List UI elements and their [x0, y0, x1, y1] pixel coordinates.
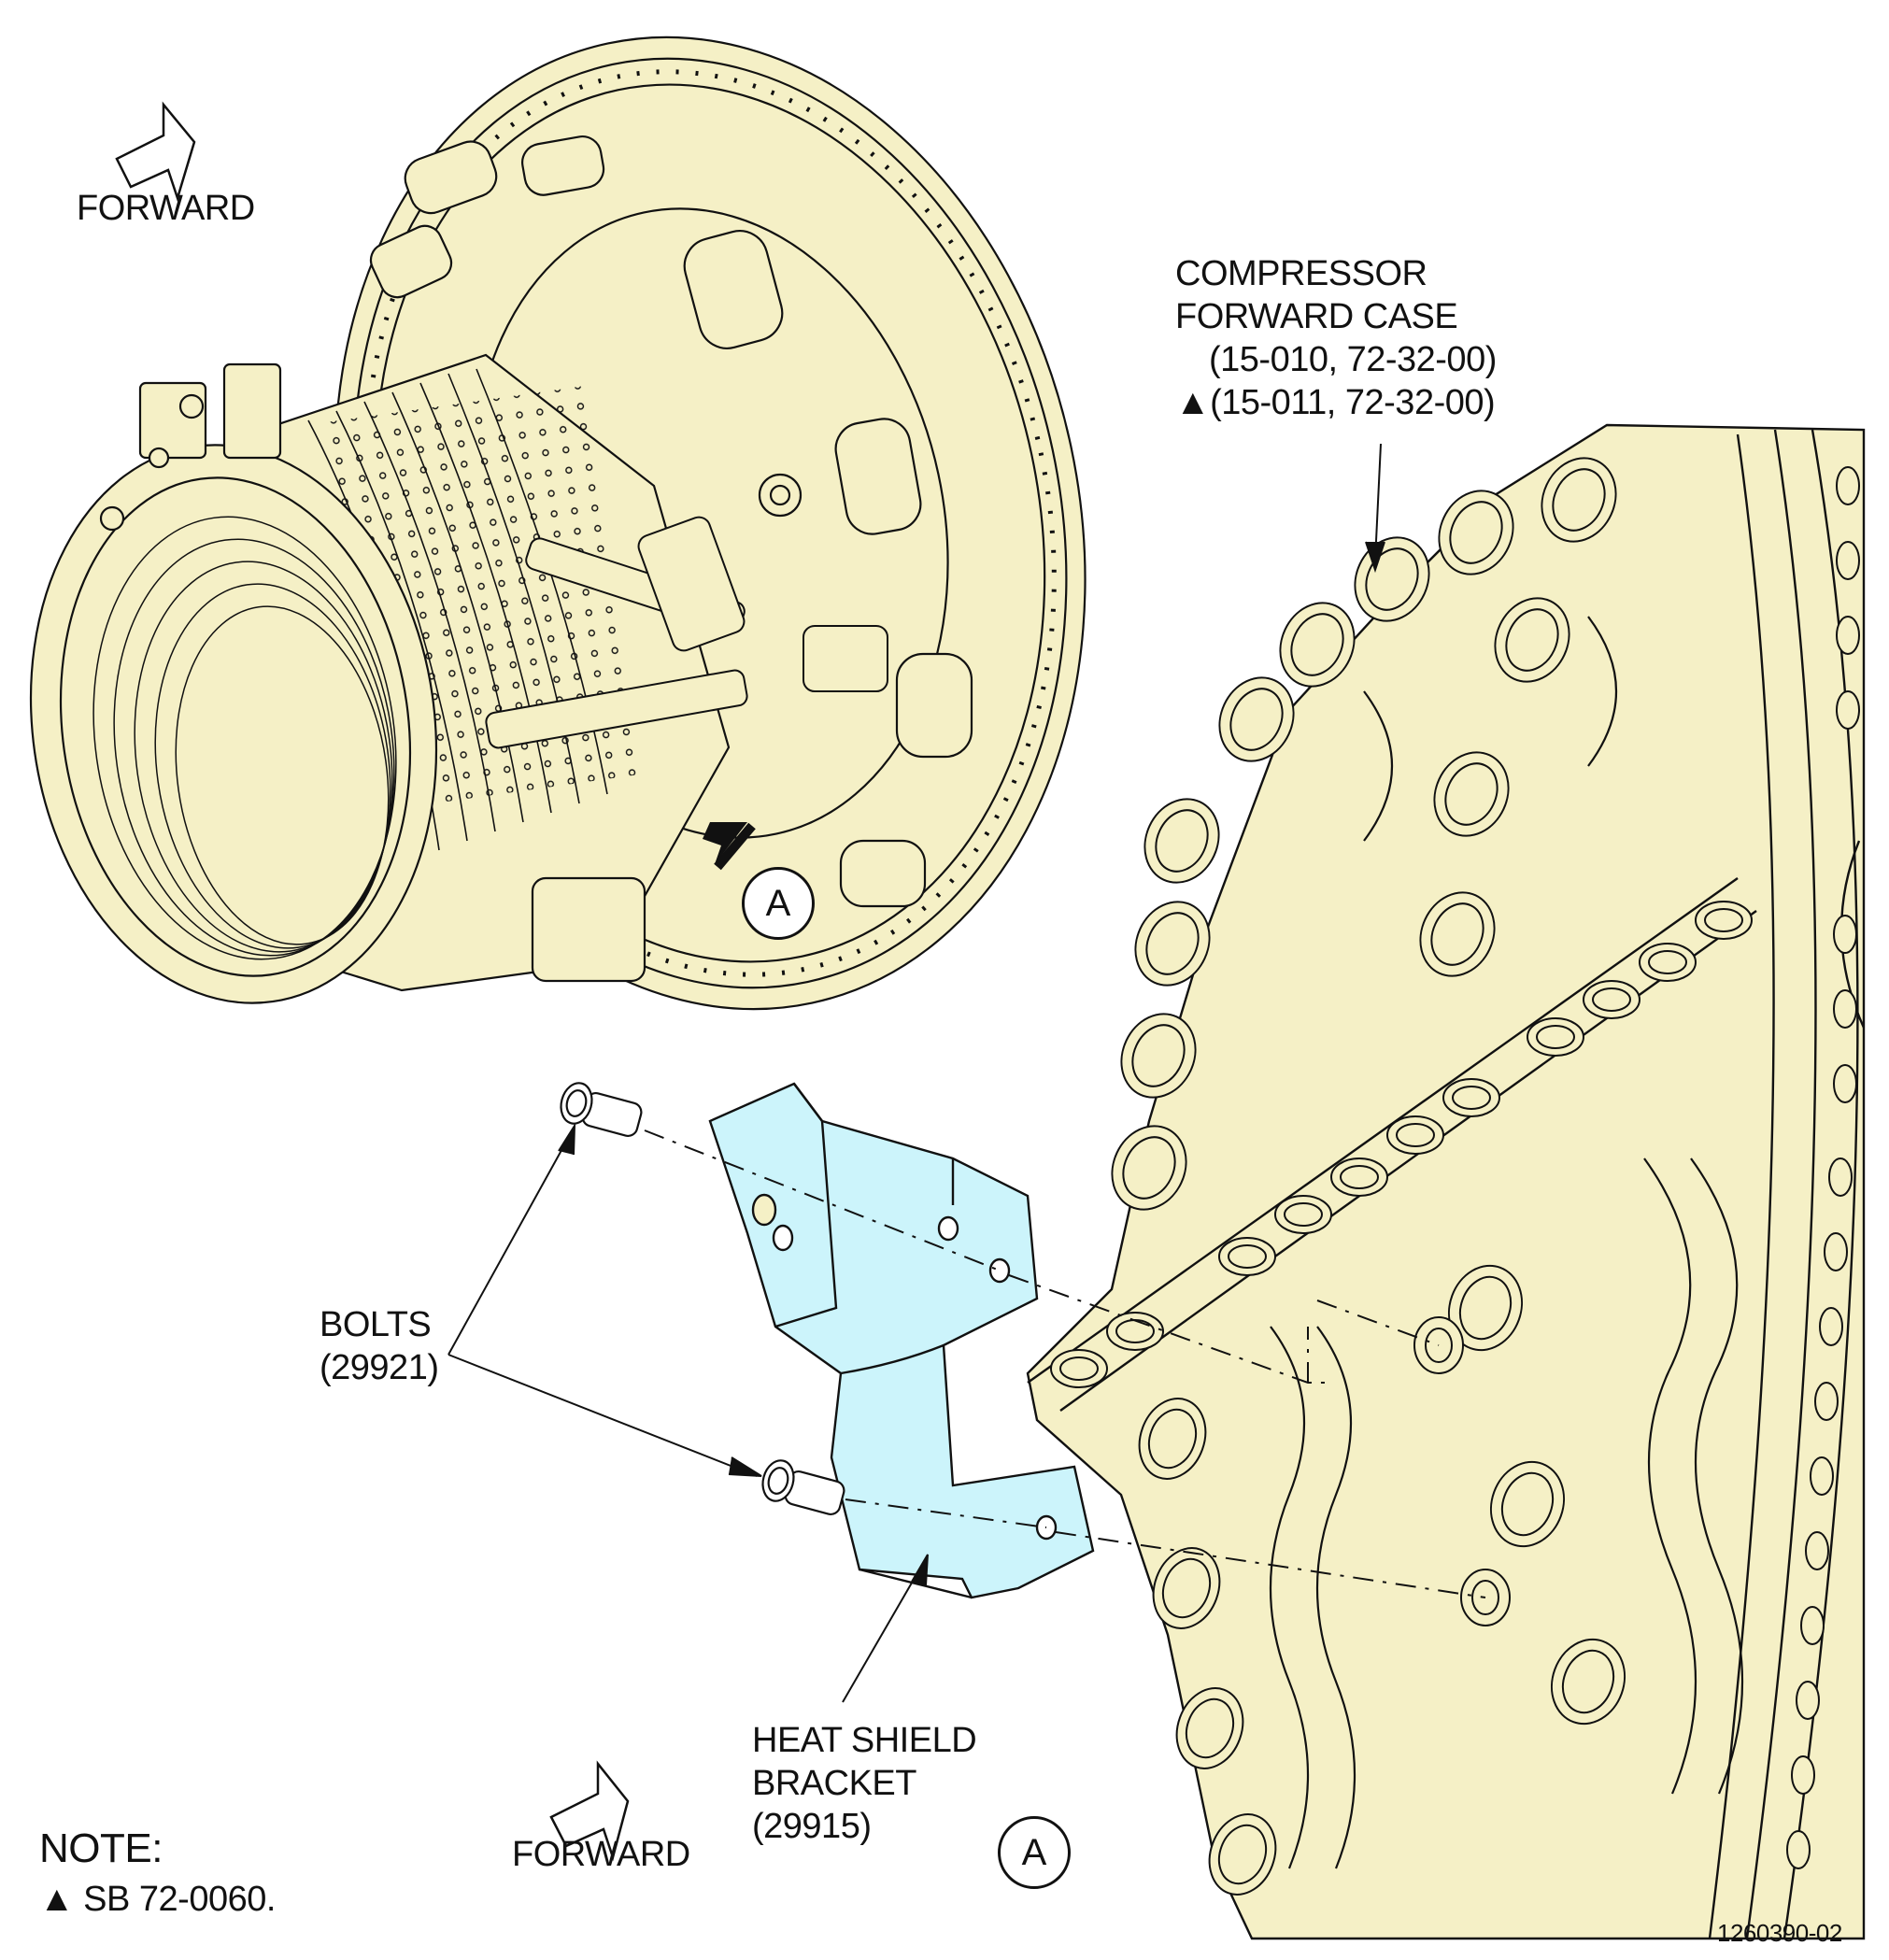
compressor-case-title-line1: COMPRESSOR	[1175, 254, 1427, 293]
bracket-label-line1: HEAT SHIELD	[752, 1721, 977, 1760]
view-direction-arrow-icon	[549, 1760, 630, 1862]
bolt-lower	[761, 1459, 845, 1516]
forward-arrow-icon	[115, 101, 196, 203]
detail-callout-a: A	[742, 867, 815, 940]
compressor-forward-case-drawing	[1026, 423, 1866, 1940]
leader-lines	[447, 443, 1385, 1703]
heat-shield-bracket-drawing	[708, 1082, 1095, 1599]
bracket-part-number: (29915)	[752, 1807, 872, 1846]
installation-lines	[644, 1129, 1486, 1598]
note-title: NOTE:	[39, 1825, 163, 1871]
bolts-label: BOLTS	[320, 1305, 432, 1344]
detail-view-a-label: A	[998, 1816, 1071, 1889]
engine-module-drawing	[29, 36, 1087, 1011]
forward-label-bottom: FORWARD	[512, 1835, 690, 1874]
forward-label-top: FORWARD	[77, 189, 255, 228]
note-text: ▲ SB 72-0060.	[39, 1880, 276, 1919]
bracket-label-line2: BRACKET	[752, 1764, 916, 1803]
compressor-case-ref-1: (15-010, 72-32-00)	[1209, 340, 1497, 379]
bolt-upper	[560, 1082, 643, 1138]
figure-number: 1260390-02	[1717, 1919, 1842, 1947]
compressor-case-title-line2: FORWARD CASE	[1175, 297, 1458, 336]
bolts-part-number: (29921)	[320, 1348, 439, 1387]
compressor-case-ref-2: ▲(15-011, 72-32-00)	[1175, 383, 1496, 422]
